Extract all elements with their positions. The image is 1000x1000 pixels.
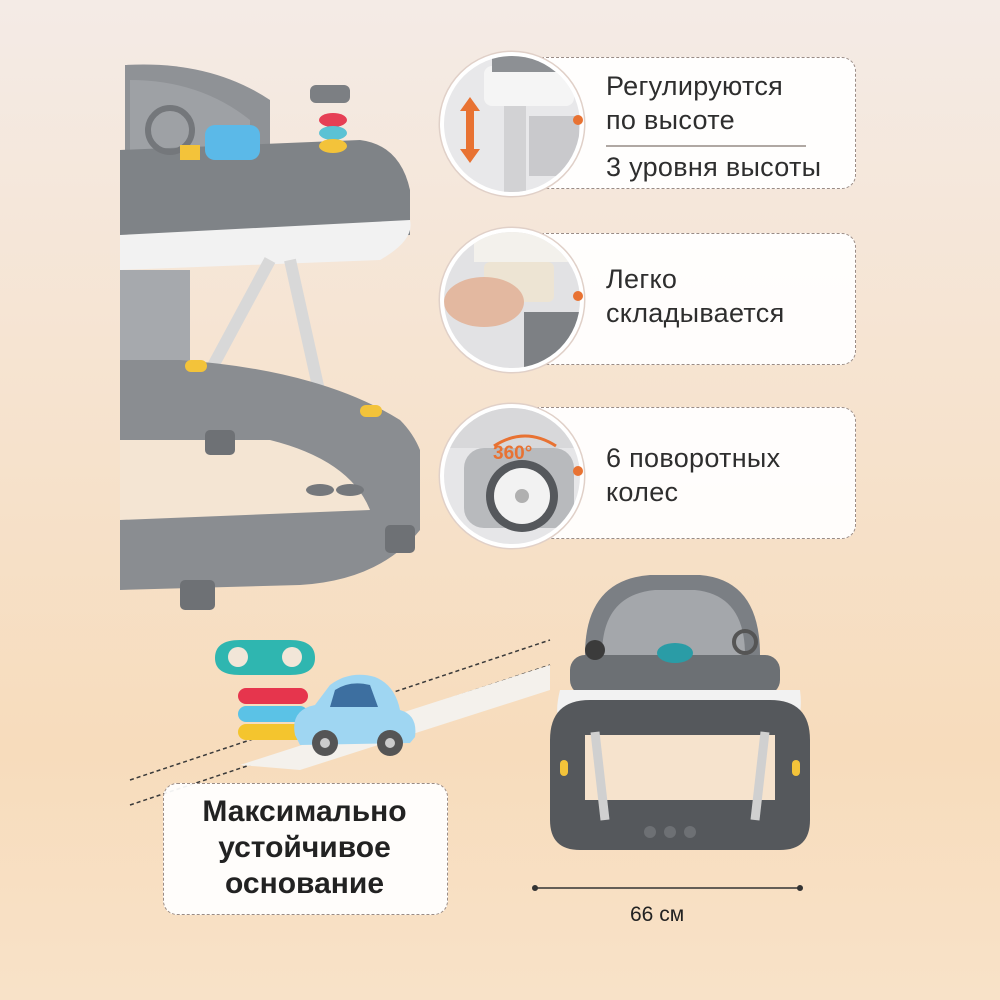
height-arrow-icon (460, 97, 480, 163)
feature-height-line2: по высоте (606, 105, 735, 135)
wheel-photo (440, 404, 584, 548)
stability-line3: основание (224, 867, 385, 900)
feature-height-line1: Регулируются (606, 71, 784, 101)
connector-dot (573, 466, 583, 476)
feature-height-line3: 3 уровня высоты (606, 152, 822, 182)
toy-stack-image (215, 640, 315, 740)
feature-wheels-line2: колес (606, 477, 679, 507)
dimension-line (532, 885, 803, 891)
feature-fold-line1: Легко (606, 264, 678, 294)
connector-dot (573, 291, 583, 301)
folding-photo (440, 228, 584, 372)
dimension-width-label: 66 см (630, 903, 685, 926)
connector-dot (573, 115, 583, 125)
feature-divider (606, 145, 806, 147)
toy-car-image (294, 674, 416, 756)
feature-wheels-line1: 6 поворотных (606, 443, 781, 473)
stability-line2: устойчивое (218, 831, 391, 864)
rotation-badge: 360° (493, 443, 533, 464)
walker-large-image (120, 64, 420, 610)
stability-card (163, 783, 448, 915)
feature-fold-line2: складывается (606, 298, 785, 328)
walker-small-image (550, 575, 810, 850)
rotation-arc-icon (493, 434, 557, 448)
stability-line1: Максимально (202, 795, 407, 828)
